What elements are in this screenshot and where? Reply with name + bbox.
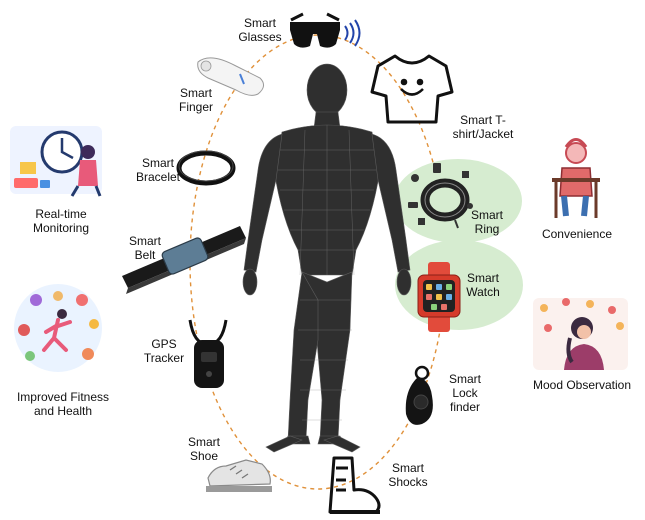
tshirt-icon [372, 56, 452, 122]
realtime-monitoring-icon [10, 126, 102, 196]
label-realtime-monitoring: Real-time Monitoring [16, 207, 106, 235]
label-fitness-health: Improved Fitness and Health [8, 390, 118, 418]
convenience-icon [540, 138, 612, 220]
label-gps-tracker: GPS Tracker [136, 337, 192, 365]
label-smart-bracelet: Smart Bracelet [128, 156, 188, 184]
smart-shoe-icon [206, 460, 272, 492]
label-smart-ring: Smart Ring [462, 208, 512, 236]
label-smart-shoe: Smart Shoe [178, 435, 230, 463]
label-smart-finger: Smart Finger [166, 86, 226, 114]
fitness-health-icon [14, 284, 102, 372]
label-smart-lock-finder: Smart Lock finder [440, 372, 490, 414]
label-mood-observation: Mood Observation [522, 378, 642, 392]
label-smart-glasses: Smart Glasses [230, 16, 290, 44]
mood-observation-icon [533, 298, 628, 370]
label-smart-tshirt: Smart T- shirt/Jacket [443, 113, 523, 141]
label-smart-shocks: Smart Shocks [380, 461, 436, 489]
label-smart-belt: Smart Belt [120, 234, 170, 262]
label-convenience: Convenience [532, 227, 622, 241]
smart-glasses-icon [290, 14, 360, 48]
smart-shocks-icon [330, 458, 380, 512]
label-smart-watch: Smart Watch [458, 271, 508, 299]
